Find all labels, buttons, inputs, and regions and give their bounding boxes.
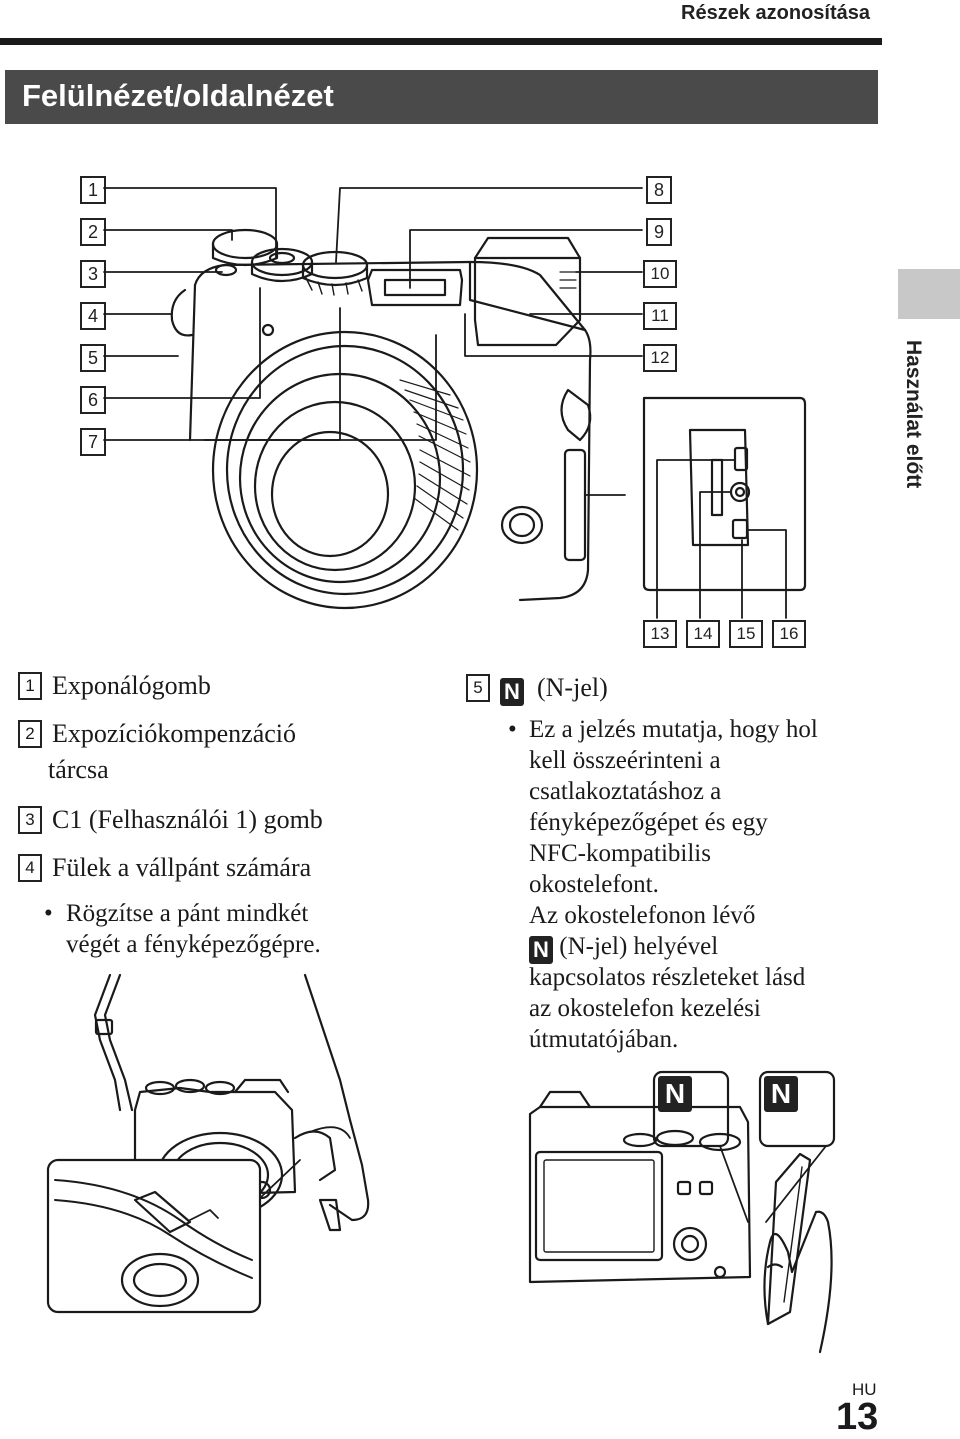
callout-7: 7 (80, 428, 106, 456)
nfc-smartphone-illustration (528, 1070, 836, 1354)
part-label: C1 (Felhasználói 1) gomb (52, 805, 323, 834)
n-mark-line-7: Az okostelefonon lévő (529, 902, 756, 929)
nfc-callout-left-icon: N (658, 1076, 692, 1112)
section-title: Felülnézet/oldalnézet (22, 78, 334, 113)
n-mark-line-6: okostelefont. (529, 871, 659, 898)
n-mark-line-1: Ez a jelzés mutatja, hogy hol (529, 716, 818, 743)
section-bar: Felülnézet/oldalnézet (5, 70, 878, 124)
running-header: Részek azonosítása (681, 2, 870, 24)
strap-attach-illustration (46, 973, 370, 1314)
callout-8: 8 (646, 176, 672, 204)
n-mark-line-2: kell összeérinteni a (529, 747, 721, 774)
strap-note-line1: Rögzítse a pánt mindkét (66, 900, 309, 927)
nfc-n-mark-icon: N (529, 936, 553, 964)
callout-3: 3 (80, 260, 106, 288)
part-item-2-cont: tárcsa (48, 755, 109, 784)
page-number: 13 (836, 1396, 879, 1438)
n-mark-line-5: NFC-kompatibilis (529, 840, 711, 867)
callout-13: 13 (643, 620, 677, 648)
callout-1: 1 (80, 176, 106, 204)
n-mark-line-10: az okostelefon kezelési (529, 995, 761, 1022)
callout-14: 14 (686, 620, 720, 648)
callout-12: 12 (643, 344, 677, 372)
callout-10: 10 (643, 260, 677, 288)
n-mark-line-8: N (N-jel) helyével (529, 931, 718, 964)
callout-16: 16 (772, 620, 806, 648)
n-mark-line-11: útmutatójában. (529, 1026, 679, 1053)
n-mark-label: (N-jel) (537, 673, 608, 702)
nfc-n-mark-icon: N (500, 678, 524, 706)
camera-top-side-illustration (103, 187, 807, 619)
callout-5: 5 (80, 344, 106, 372)
strap-note-bullet: • (44, 900, 53, 927)
side-tab-label: Használat előtt (902, 340, 925, 489)
n-mark-line-9: kapcsolatos részleteket lásd (529, 964, 806, 991)
callout-11: 11 (643, 302, 677, 330)
part-label: Fülek a vállpánt számára (52, 853, 312, 882)
callout-2: 2 (80, 218, 106, 246)
header-rule (0, 38, 882, 45)
side-tab-marker (898, 269, 960, 319)
callout-15: 15 (729, 620, 763, 648)
strap-note-line2: végét a fényképezőgépre. (66, 931, 321, 958)
page-lang: HU (852, 1380, 877, 1399)
nfc-callout-right-icon: N (764, 1076, 798, 1112)
n-mark-bullet: • (508, 716, 517, 743)
part-label: Exponálógomb (52, 671, 211, 700)
n-mark-line-4: fényképezőgépet és egy (529, 809, 768, 836)
n-mark-line-3: csatlakoztatáshoz a (529, 778, 722, 805)
callout-6: 6 (80, 386, 106, 414)
part-label: Expozíciókompenzáció (52, 719, 297, 748)
callout-9: 9 (646, 218, 672, 246)
callout-4: 4 (80, 302, 106, 330)
